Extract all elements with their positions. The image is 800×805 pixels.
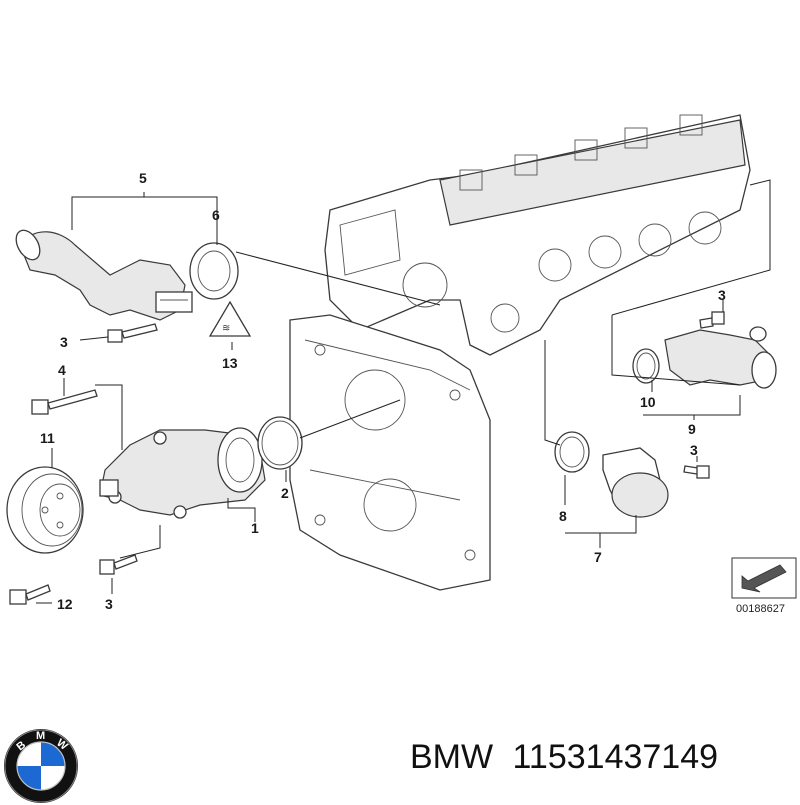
thermostat-housing-9: [664, 326, 777, 389]
logo-letter-m: M: [36, 730, 45, 742]
bolt-3b: [99, 554, 138, 575]
callout-3-upper-left: 3: [60, 334, 68, 350]
bolt-12: [9, 584, 51, 605]
callout-5: 5: [139, 170, 147, 186]
callout-1: 1: [251, 520, 259, 536]
callout-labels: 1 2 3 3 3 3 4 5 6 7 8 9 10 11 12 13: [40, 170, 726, 612]
callout-8: 8: [559, 508, 567, 524]
timing-cover: [289, 314, 491, 591]
callout-10: 10: [640, 394, 656, 410]
coolant-pipe-assembly: [15, 229, 193, 321]
pulley-11: [6, 466, 84, 554]
callout-12: 12: [57, 596, 73, 612]
brand-name: BMW: [410, 738, 494, 776]
callout-9: 9: [688, 421, 696, 437]
bolt-4: [31, 389, 98, 415]
drawing-id: 00188627: [736, 603, 785, 615]
bolt-3d: [683, 465, 710, 479]
callout-7: 7: [594, 549, 602, 565]
seal-ring-8: [554, 431, 590, 473]
callout-3-lower-right: 3: [690, 442, 698, 458]
callout-3-lower-left: 3: [105, 596, 113, 612]
arrow-icon: [741, 564, 787, 593]
callout-13: 13: [222, 355, 238, 371]
part-caption: BMW 11531437149: [410, 738, 795, 788]
svg-text:≋: ≋: [222, 323, 230, 334]
seal-ring-6: [189, 242, 239, 300]
outlet-flange-7: [602, 447, 669, 518]
part-number: 11531437149: [512, 738, 719, 776]
warning-triangle: ≋: [208, 300, 252, 337]
callout-2: 2: [281, 485, 289, 501]
water-pump: [99, 427, 266, 519]
seal-ring-2: [257, 416, 303, 470]
callout-4: 4: [58, 362, 66, 378]
cylinder-head: [324, 114, 751, 356]
logo-quadrant-blue-b: [17, 766, 41, 790]
bolt-3a: [107, 323, 158, 343]
seal-ring-10: [632, 348, 660, 384]
callout-6: 6: [212, 207, 220, 223]
leader-lines: [36, 179, 771, 604]
callout-11: 11: [40, 430, 55, 446]
orientation-box: [731, 557, 797, 599]
callout-3-upper-right: 3: [718, 287, 726, 303]
bmw-logo: B M W: [4, 729, 78, 803]
bolt-3c: [699, 311, 725, 329]
logo-quadrant-blue-a: [41, 742, 65, 766]
